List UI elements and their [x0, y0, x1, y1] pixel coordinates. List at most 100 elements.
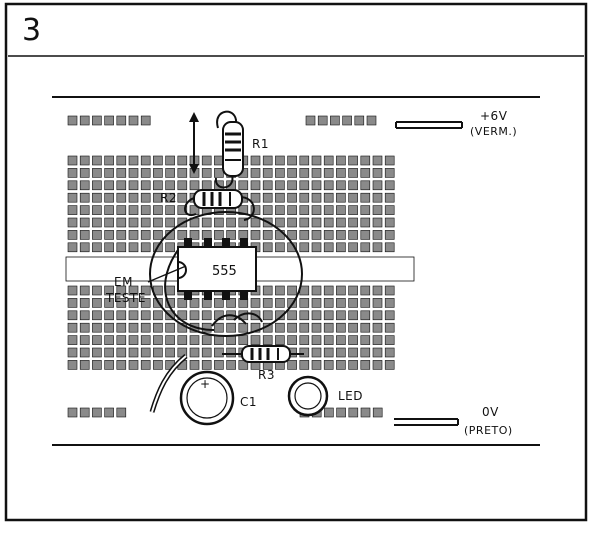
lower-block-hole [311, 310, 322, 321]
lower-block-hole [360, 310, 371, 321]
lower-block-hole [348, 310, 358, 321]
upper-block-hole [116, 180, 127, 191]
upper-block-hole [92, 242, 102, 253]
lower-block-hole [79, 360, 90, 370]
lower-block-hole [128, 310, 139, 321]
figure-frame [4, 2, 588, 522]
lower-block-hole [67, 310, 78, 321]
upper-block-hole [177, 180, 188, 191]
lower-block-hole [348, 322, 358, 333]
lower-block-hole [104, 322, 114, 333]
lower-block-hole [116, 335, 127, 345]
upper-block-hole [79, 192, 90, 203]
lower-block-hole [262, 285, 273, 296]
top-rail-hole [330, 115, 340, 126]
upper-block-hole [140, 217, 151, 228]
upper-block-hole [348, 230, 358, 240]
lower-block-hole [214, 335, 224, 345]
breadboard-holes [67, 115, 395, 418]
upper-block-hole [140, 180, 151, 191]
top-rail-hole [67, 115, 78, 126]
lower-block-hole [116, 298, 127, 308]
upper-block-hole [165, 180, 175, 191]
resistor-r2 [184, 189, 255, 221]
lower-block-hole [140, 360, 151, 370]
upper-block-hole [348, 192, 358, 203]
upper-block-hole [67, 242, 78, 253]
upper-block-hole [336, 205, 346, 215]
resistor-r3 [222, 345, 304, 363]
upper-block-hole [153, 217, 163, 228]
bottom-rail-hole [360, 407, 371, 418]
upper-block-hole [384, 242, 395, 253]
upper-block-hole [348, 180, 358, 191]
top-rail-hole [128, 115, 139, 126]
upper-block-hole [311, 155, 322, 166]
upper-block-hole [275, 155, 285, 166]
upper-block-hole [165, 205, 175, 215]
upper-block-hole [372, 192, 383, 203]
upper-block-hole [250, 217, 261, 228]
upper-block-hole [311, 242, 322, 253]
lower-block-hole [104, 347, 114, 358]
lower-block-hole [323, 322, 334, 333]
lower-block-hole [311, 322, 322, 333]
upper-block-hole [79, 230, 90, 240]
upper-block-hole [360, 168, 371, 178]
upper-block-hole [311, 180, 322, 191]
lower-block-hole [153, 347, 163, 358]
lower-block-hole [275, 322, 285, 333]
upper-block-hole [165, 217, 175, 228]
c1-plus-label: + [200, 377, 211, 391]
lower-block-hole [165, 322, 175, 333]
lower-block-hole [67, 347, 78, 358]
upper-block-hole [153, 230, 163, 240]
bottom-rail-hole [336, 407, 346, 418]
lower-block-hole [384, 335, 395, 345]
lower-block-hole [140, 298, 151, 308]
upper-block-hole [372, 205, 383, 215]
lower-block-hole [360, 298, 371, 308]
negative-supply-lead [394, 418, 459, 426]
lower-block-hole [360, 360, 371, 370]
lower-block-hole [336, 335, 346, 345]
lower-block-hole [177, 335, 188, 345]
lower-block-hole [214, 347, 224, 358]
lower-block-hole [116, 347, 127, 358]
bottom-rail-hole [324, 407, 334, 418]
lower-block-hole [250, 335, 261, 345]
lower-block-hole [323, 335, 334, 345]
lower-block-hole [311, 298, 322, 308]
upper-block-hole [287, 205, 297, 215]
lower-block-hole [226, 347, 236, 358]
upper-block-hole [238, 217, 249, 228]
lower-block-hole [153, 360, 163, 370]
jumper-wire-vertical [189, 112, 199, 174]
upper-block-hole [201, 180, 212, 191]
lower-block-hole [348, 347, 358, 358]
upper-block-hole [287, 180, 297, 191]
upper-block-hole [67, 155, 78, 166]
upper-block-hole [275, 180, 285, 191]
upper-block-hole [348, 205, 358, 215]
lower-block-hole [311, 347, 322, 358]
upper-block-hole [104, 205, 114, 215]
lower-block-hole [348, 360, 358, 370]
lower-block-hole [287, 322, 297, 333]
upper-block-hole [372, 155, 383, 166]
lower-block-hole [275, 310, 285, 321]
upper-block-hole [128, 180, 139, 191]
lower-block-hole [299, 310, 310, 321]
lower-block-hole [311, 360, 322, 370]
lower-block-hole [79, 298, 90, 308]
lower-block-hole [323, 310, 334, 321]
upper-block-hole [67, 168, 78, 178]
upper-block-hole [336, 168, 346, 178]
upper-block-hole [104, 192, 114, 203]
upper-block-hole [177, 168, 188, 178]
lower-block-hole [201, 335, 212, 345]
upper-block-hole [116, 217, 127, 228]
lower-block-hole [201, 310, 212, 321]
lower-block-hole [275, 285, 285, 296]
upper-block-hole [79, 242, 90, 253]
